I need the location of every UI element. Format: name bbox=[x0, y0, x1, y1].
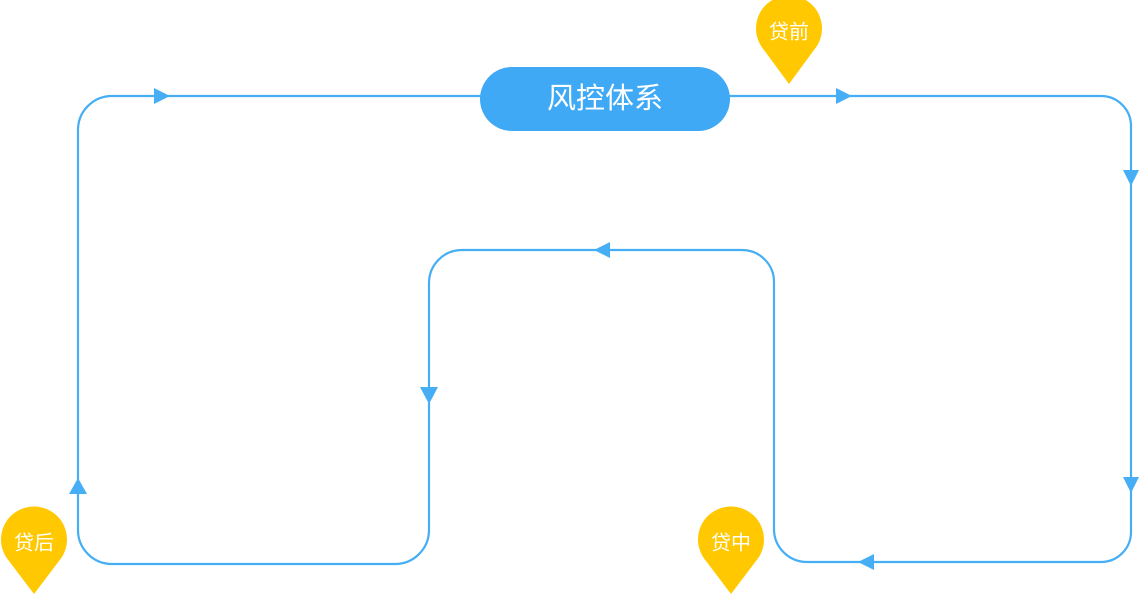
flow-path bbox=[76, 94, 1133, 566]
title-node: 风控体系 bbox=[480, 67, 730, 131]
location-pin-icon bbox=[756, 0, 822, 84]
arrow-left-bottom-right bbox=[858, 554, 874, 570]
location-pin-icon bbox=[698, 506, 765, 594]
marker-in-loan: 贷中 bbox=[698, 506, 765, 594]
marker-post-loan-label: 贷后 bbox=[14, 531, 54, 555]
arrow-down-right-lower bbox=[1123, 477, 1139, 493]
title-label: 风控体系 bbox=[547, 81, 663, 115]
arrow-down-inner-left bbox=[420, 387, 438, 404]
marker-pre-loan-label: 贷前 bbox=[769, 20, 809, 44]
arrow-left-inner-top bbox=[594, 242, 610, 258]
marker-in-loan-label: 贷中 bbox=[711, 531, 751, 555]
arrow-right-top-right bbox=[836, 88, 852, 104]
arrow-up-left bbox=[69, 478, 87, 494]
marker-pre-loan: 贷前 bbox=[756, 0, 822, 84]
arrow-right-top-left bbox=[154, 88, 170, 104]
title-pill bbox=[480, 67, 730, 131]
arrow-down-right-upper bbox=[1123, 170, 1139, 186]
marker-post-loan: 贷后 bbox=[0, 506, 67, 594]
location-pin-icon bbox=[0, 506, 67, 594]
